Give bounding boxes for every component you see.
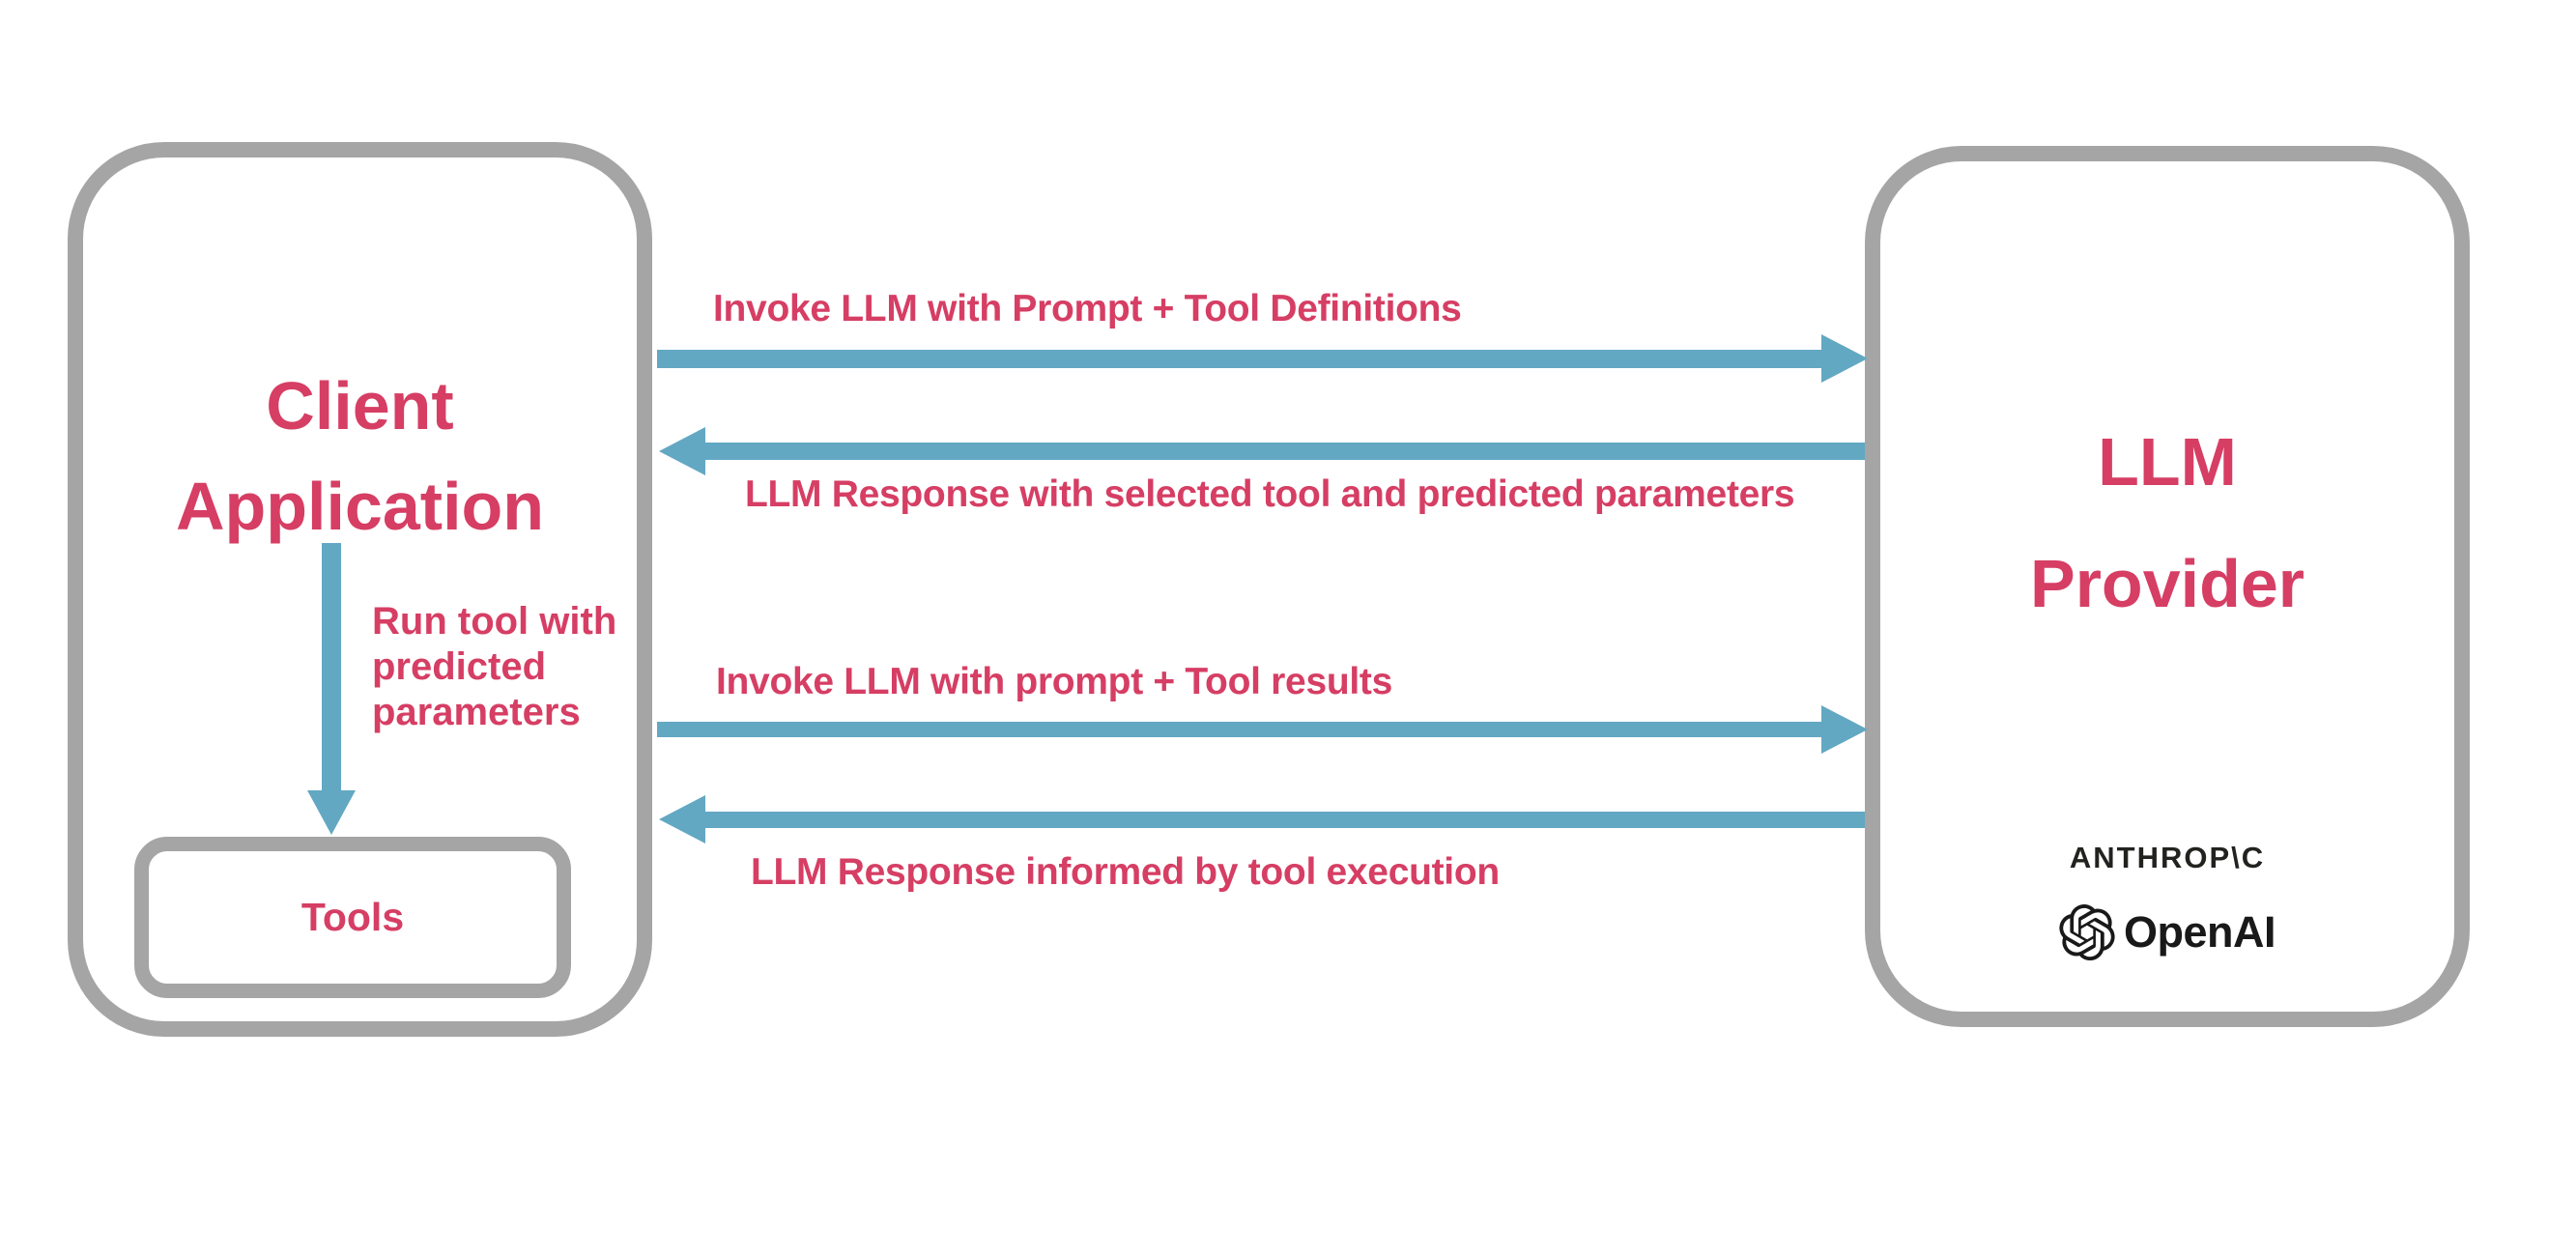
arrow-left-icon	[659, 427, 705, 475]
flow-label-invoke-2: Invoke LLM with prompt + Tool results	[716, 661, 1392, 702]
anthropic-logo: ANTHROP\C	[2069, 841, 2266, 874]
run-tool-label: Run tool with predicted parameters	[372, 599, 616, 735]
tools-box: Tools	[134, 837, 571, 998]
client-title-line-1: Client	[266, 368, 454, 443]
flow-label-response-1: LLM Response with selected tool and pred…	[745, 473, 1795, 515]
client-title-line-2: Application	[175, 469, 545, 544]
flow-label-response-2: LLM Response informed by tool execution	[751, 851, 1500, 893]
llm-response-arrow-1-shaft	[705, 443, 1865, 460]
run-tool-label-line-3: parameters	[372, 691, 581, 733]
flow-label-invoke-1: Invoke LLM with Prompt + Tool Definition…	[713, 288, 1462, 329]
run-tool-arrow-shaft	[322, 543, 341, 792]
invoke-llm-arrow-2-shaft	[657, 722, 1821, 737]
arrow-left-icon	[659, 795, 705, 843]
run-tool-label-line-2: predicted	[372, 645, 547, 688]
llm-provider-title: LLM Provider	[1865, 401, 2470, 644]
run-tool-label-line-1: Run tool with	[372, 600, 617, 643]
tools-box-label: Tools	[301, 895, 405, 939]
openai-logo-icon	[2059, 904, 2115, 960]
arrow-right-icon	[1821, 705, 1868, 754]
llm-provider-box	[1865, 146, 2470, 1027]
arrow-down-icon	[307, 790, 356, 835]
provider-title-line-1: LLM	[2098, 424, 2237, 500]
arrow-right-icon	[1821, 334, 1868, 383]
provider-title-line-2: Provider	[2030, 546, 2304, 621]
client-application-title: Client Application	[68, 356, 652, 557]
openai-wordmark: OpenAI	[2123, 907, 2276, 957]
invoke-llm-arrow-1-shaft	[657, 350, 1821, 368]
llm-response-arrow-2-shaft	[705, 812, 1865, 828]
openai-logo: OpenAI	[1865, 904, 2470, 960]
